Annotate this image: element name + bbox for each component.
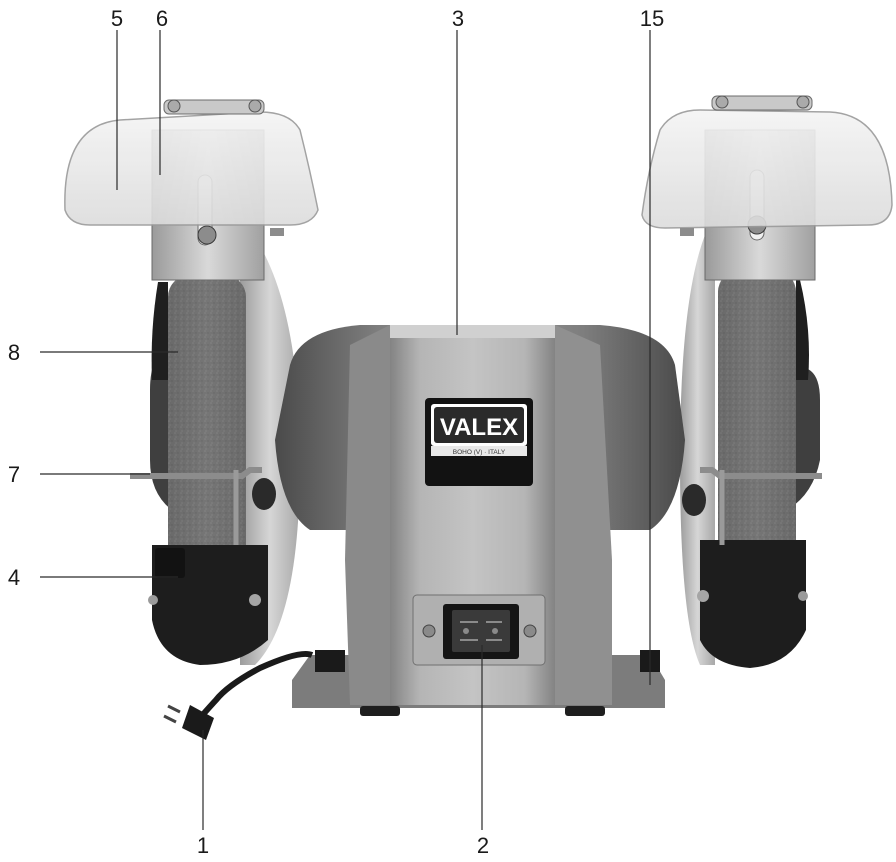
left-adjust-knob (252, 478, 276, 510)
right-adjust-knob (682, 484, 706, 516)
left-wheel-assembly (64, 99, 319, 665)
motor-housing: VALEX BOHO (V) · ITALY (275, 325, 685, 716)
right-eye-shield (641, 109, 893, 229)
brand-logo-subtext: BOHO (V) · ITALY (453, 449, 506, 456)
callout-7: 7 (8, 462, 20, 487)
callout-15: 15 (640, 6, 664, 31)
right-tool-rest (700, 467, 822, 479)
left-eye-shield (64, 111, 319, 226)
leader-lines (40, 30, 651, 830)
callout-5: 5 (111, 6, 123, 31)
callout-labels: 5 6 3 15 8 7 4 1 2 (8, 6, 664, 858)
plug (182, 705, 214, 740)
brand-logo-text: VALEX (440, 414, 518, 441)
power-cord (163, 650, 314, 740)
callout-4: 4 (8, 565, 20, 590)
right-wheel-assembly (641, 95, 893, 668)
right-lower-guard (700, 540, 806, 668)
callout-8: 8 (8, 340, 20, 365)
callout-2: 2 (477, 833, 489, 858)
left-tool-rest (130, 467, 262, 479)
callout-6: 6 (156, 6, 168, 31)
callout-1: 1 (197, 833, 209, 858)
callout-3: 3 (452, 6, 464, 31)
